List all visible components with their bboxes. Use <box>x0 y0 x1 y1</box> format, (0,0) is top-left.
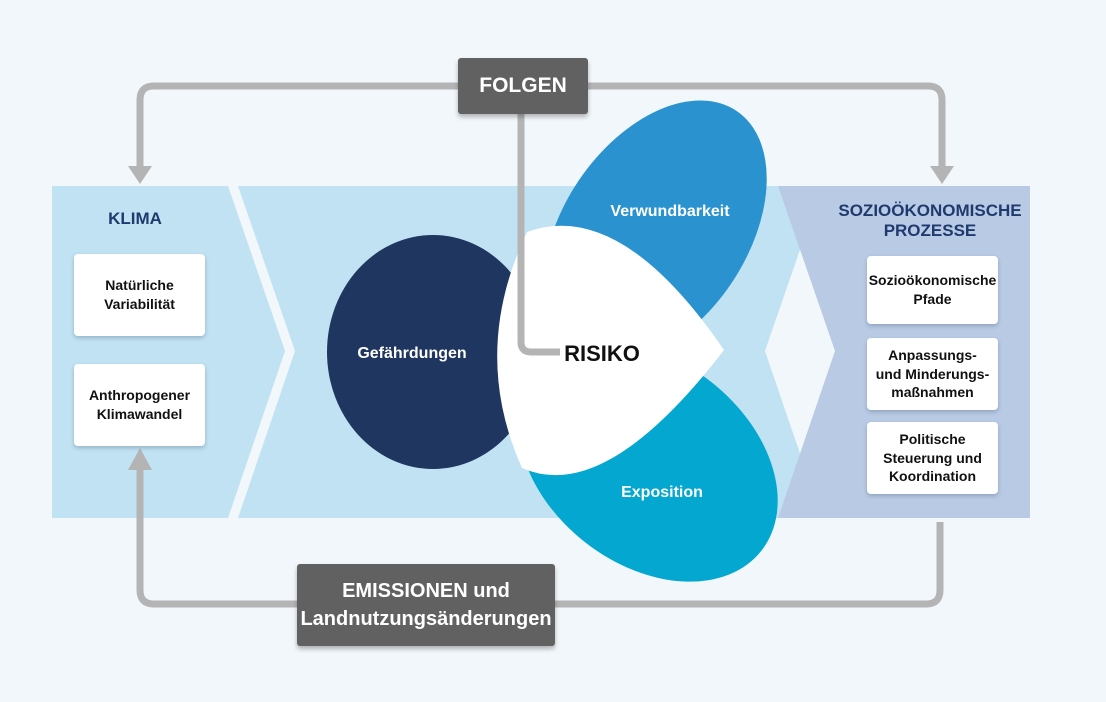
folgen-to-risiko-connector <box>517 112 560 356</box>
risiko-label: RISIKO <box>564 340 640 366</box>
arrowhead-to-sozio <box>930 166 954 184</box>
sozio-card-1-line1: Sozioökonomische <box>868 272 997 289</box>
klima-card-anthropogener-klimawandel: Anthropogener Klimawandel <box>74 364 205 446</box>
sozio-card-pfade: Sozioökonomische Pfade <box>867 256 998 324</box>
klima-panel <box>52 186 285 518</box>
emissionen-line1: EMISSIONEN und <box>342 580 510 602</box>
sozio-card-3-line3: Koordination <box>888 468 977 485</box>
folgen-label: FOLGEN <box>479 74 567 97</box>
sozio-card-politische-steuerung: Politische Steuerung und Koordination <box>867 422 998 494</box>
klima-card-2-line1: Anthropogener <box>88 387 191 404</box>
emissionen-box: EMISSIONEN und Landnutzungsänderungen <box>297 564 555 646</box>
verwundbarkeit-label: Verwundbarkeit <box>610 202 730 220</box>
sozio-card-3-line2: Steuerung und <box>883 449 982 466</box>
klima-card-1-line1: Natürliche <box>105 277 174 294</box>
petal-gefaehrdungen <box>327 235 539 469</box>
sozio-card-2-line2: und Minderungs- <box>875 365 990 382</box>
klima-card-1-line2: Variabilität <box>104 296 175 312</box>
emissionen-line2: Landnutzungsänderungen <box>300 608 552 630</box>
sozio-card-2-line1: Anpassungs- <box>888 346 977 363</box>
gefaehrdungen-label: Gefährdungen <box>357 344 467 362</box>
klima-card-2-line2: Klimawandel <box>96 406 183 422</box>
klima-card-natuerliche-variabilitaet: Natürliche Variabilität <box>74 254 205 336</box>
klima-heading: KLIMA <box>108 209 162 229</box>
risiko-center <box>497 225 724 476</box>
sozio-card-2-line3: maßnahmen <box>891 384 974 401</box>
sozio-card-anpassung: Anpassungs- und Minderungs- maßnahmen <box>867 338 998 410</box>
sozio-card-3-line1: Politische <box>899 430 966 447</box>
sozio-heading: SOZIOÖKONOMISCHE PROZESSE <box>838 201 1022 240</box>
sozio-card-1-line2: Pfade <box>913 291 952 307</box>
exposition-label: Exposition <box>621 483 703 501</box>
folgen-box: FOLGEN <box>458 58 588 114</box>
arrowhead-to-klimawandel <box>128 448 152 470</box>
arrowhead-to-klima <box>128 166 152 184</box>
